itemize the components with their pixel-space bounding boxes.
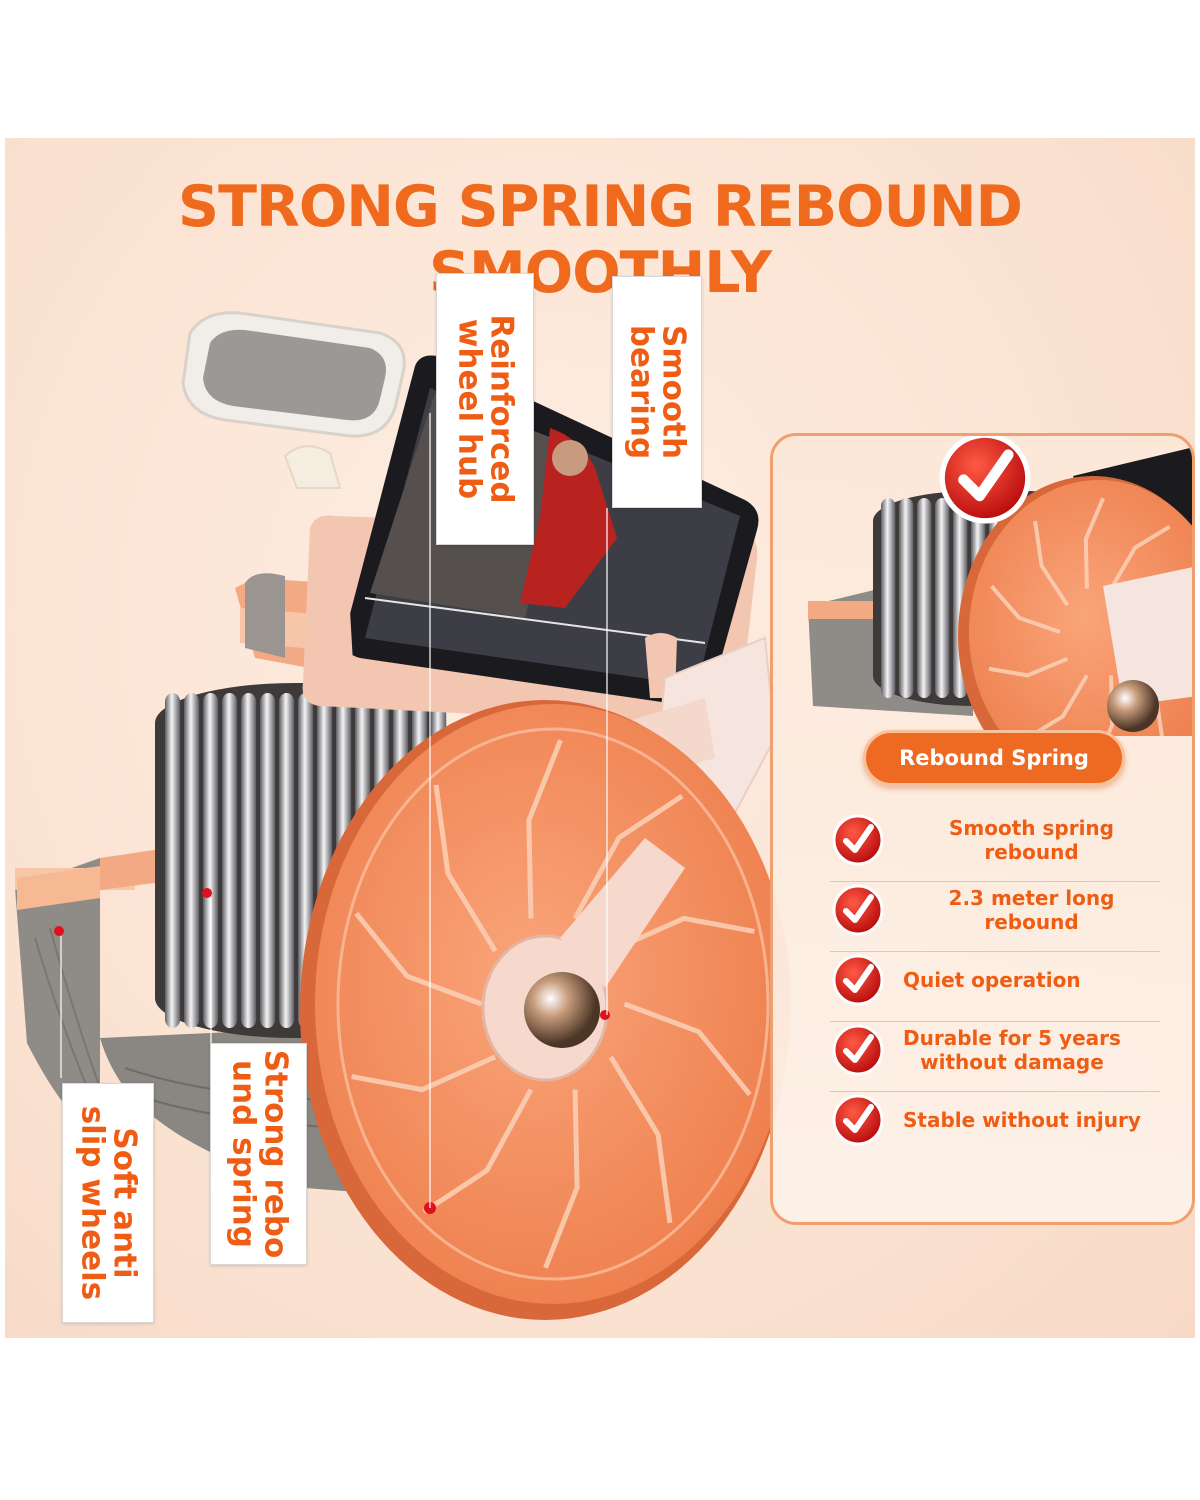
feature-text: Durable for 5 years without damage bbox=[903, 1026, 1121, 1074]
divider bbox=[830, 1091, 1160, 1092]
callout-soft-wheels: Soft anti slip wheels bbox=[62, 1083, 154, 1323]
wheel-spoke bbox=[608, 1055, 673, 1224]
feature-item: Stable without injury bbox=[830, 1090, 1160, 1150]
feature-text: Smooth spring rebound bbox=[949, 816, 1114, 864]
ab-roller-illustration bbox=[15, 311, 791, 1320]
callout-strong-spring-text: Strong rebo und spring bbox=[225, 1049, 294, 1259]
wheel-spoke bbox=[526, 739, 563, 919]
wheel-spoke bbox=[351, 1054, 497, 1093]
spring-coil bbox=[935, 498, 950, 698]
knee-pad bbox=[181, 311, 406, 489]
divider bbox=[830, 881, 1160, 882]
wheel-spoke bbox=[1033, 520, 1070, 607]
callout-smooth-bearing: Smooth bearing bbox=[612, 276, 702, 508]
spring-coil bbox=[184, 693, 200, 1028]
wheel-spoke bbox=[990, 584, 1061, 634]
callout-reinforced-hub-text: Reinforced wheel hub bbox=[452, 314, 520, 504]
divider bbox=[830, 951, 1160, 952]
wheel-spoke bbox=[543, 1089, 580, 1269]
divider bbox=[830, 1021, 1160, 1022]
check-icon bbox=[832, 814, 884, 866]
check-icon bbox=[832, 1094, 884, 1146]
wheel-spoke bbox=[1083, 497, 1105, 589]
feature-item: Quiet operation bbox=[830, 950, 1160, 1022]
wheel-spoke bbox=[354, 911, 483, 1007]
indicator-dots bbox=[54, 413, 610, 1214]
check-icon bbox=[832, 1024, 884, 1076]
spring-coil bbox=[203, 693, 219, 1028]
feature-item: Durable for 5 years without damage bbox=[830, 1020, 1160, 1092]
panel-roller-illustration bbox=[808, 447, 1192, 736]
wheel-spoke bbox=[988, 656, 1069, 678]
spring-coil bbox=[241, 693, 257, 1028]
feature-text: 2.3 meter long rebound bbox=[948, 886, 1115, 934]
spring-coil bbox=[222, 693, 238, 1028]
spring-coil bbox=[899, 498, 914, 698]
callout-smooth-bearing-text: Smooth bearing bbox=[624, 324, 692, 460]
feature-panel: Rebound Spring Smooth spring rebound 2.3… bbox=[770, 433, 1195, 1225]
product-banner: STRONG SPRING REBOUND SMOOTHLY Reinforce… bbox=[5, 138, 1195, 1338]
callout-reinforced-hub: Reinforced wheel hub bbox=[436, 273, 534, 545]
wheel-spoke bbox=[422, 1088, 534, 1214]
spring-coil bbox=[881, 498, 896, 698]
headline: STRONG SPRING REBOUND SMOOTHLY bbox=[178, 174, 1023, 306]
wheel-spoke bbox=[623, 1001, 752, 1097]
feature-item: 2.3 meter long rebound bbox=[830, 880, 1160, 952]
feature-item: Smooth spring rebound bbox=[830, 810, 1160, 882]
callout-soft-wheels-text: Soft anti slip wheels bbox=[75, 1105, 143, 1301]
spring-coil bbox=[917, 498, 932, 698]
feature-text: Quiet operation bbox=[903, 968, 1081, 992]
callout-strong-spring: Strong rebo und spring bbox=[210, 1043, 307, 1265]
spring-coil bbox=[260, 693, 276, 1028]
spring-coil bbox=[165, 693, 181, 1028]
wheel-spoke bbox=[433, 784, 498, 953]
feature-text: Stable without injury bbox=[903, 1108, 1141, 1132]
check-icon bbox=[832, 954, 884, 1006]
panel-check-badge-icon bbox=[939, 436, 1031, 524]
check-icon bbox=[832, 884, 884, 936]
wheel-spoke bbox=[1109, 524, 1171, 590]
spring-coil bbox=[279, 693, 295, 1028]
wheel-spoke bbox=[572, 794, 684, 920]
rebound-spring-label: Rebound Spring bbox=[863, 730, 1125, 786]
